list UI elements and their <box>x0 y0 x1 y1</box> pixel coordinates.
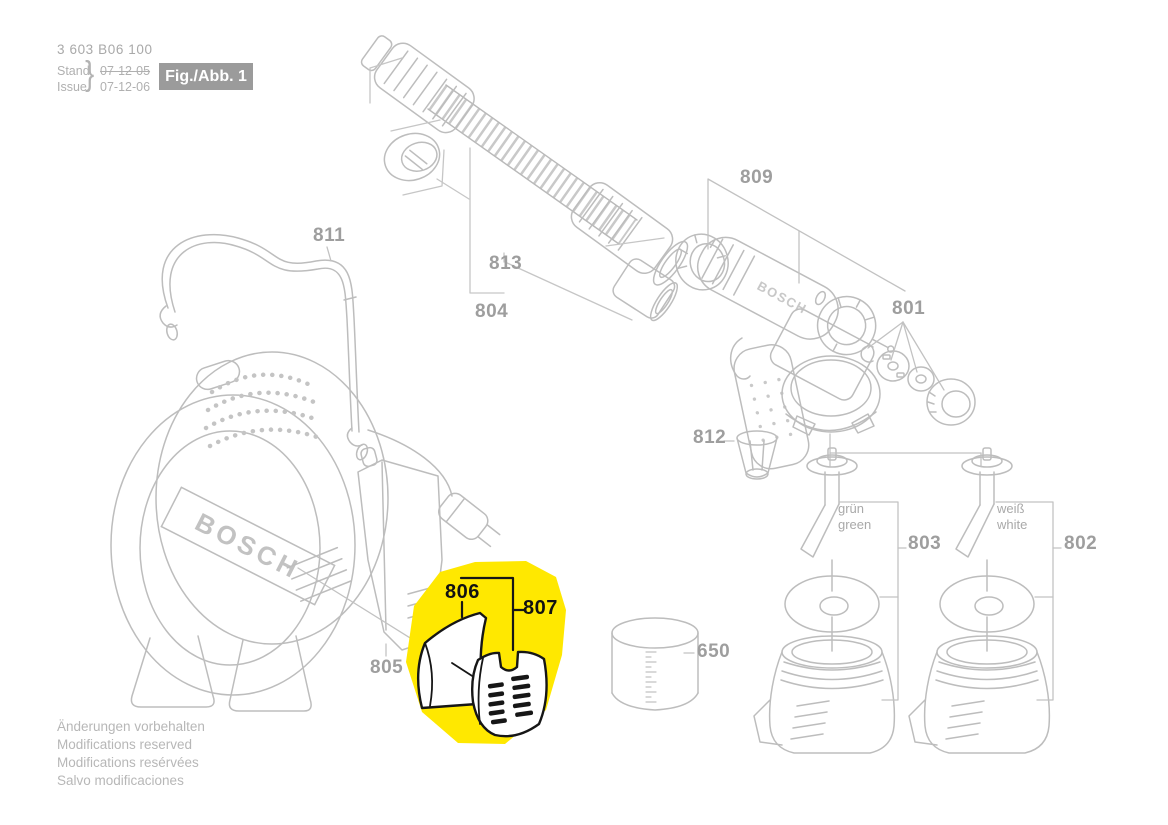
legal-notice: Änderungen vorbehalten Modifications res… <box>57 718 205 790</box>
part-label-813: 813 <box>489 253 523 274</box>
container-green-drawing <box>753 447 896 754</box>
annotation-white-de: weiß <box>997 501 1025 516</box>
part-label-809: 809 <box>740 167 774 188</box>
figure-label: Fig./Abb. 1 <box>159 63 253 90</box>
vent-perforations <box>203 372 323 449</box>
part-label-805: 805 <box>370 657 404 678</box>
leader-lines <box>297 178 1062 701</box>
part-label-802: 802 <box>1064 533 1098 554</box>
part-label-804: 804 <box>475 301 509 322</box>
measuring-cup-drawing <box>611 617 699 711</box>
stand-date: 07-12-05 <box>100 64 151 78</box>
annotation-green-de: grün <box>838 501 865 516</box>
legal-line-fr: Modifications resérvées <box>57 755 199 770</box>
stand-label: Stand <box>57 64 90 78</box>
highlight-region <box>406 561 566 744</box>
part-label-650: 650 <box>697 641 731 662</box>
legal-line-en: Modifications reserved <box>57 737 193 752</box>
foot-right <box>228 635 312 712</box>
issue-date: 07-12-06 <box>100 80 151 94</box>
filter-cover-drawing <box>470 650 548 738</box>
hose-bracket-lines <box>369 57 665 321</box>
date-brace: } <box>85 55 95 93</box>
hose-ring-nut <box>383 132 441 182</box>
gun-bosch-logo: BOSCH <box>755 278 810 317</box>
part-label-807: 807 <box>523 597 558 619</box>
funnel-filter-drawing <box>736 430 778 480</box>
legal-line-de: Änderungen vorbehalten <box>57 719 205 734</box>
gun-trigger <box>730 337 751 380</box>
part-label-811: 811 <box>313 225 346 246</box>
part-label-801: 801 <box>892 298 926 319</box>
filter-grille <box>286 546 352 602</box>
base-logo-plate: BOSCH <box>160 486 336 606</box>
issue-label: Issue <box>57 80 87 94</box>
part-label-812: 812 <box>693 427 727 448</box>
power-cord-drawing <box>367 429 501 548</box>
hose-sleeve <box>612 258 679 322</box>
annotation-white-en: white <box>997 517 1028 532</box>
foot-left <box>130 635 215 708</box>
type-number: 3 603 B06 100 <box>57 42 153 57</box>
nozzle-parts-drawing <box>860 345 976 426</box>
hose-assembly-drawing <box>360 35 689 322</box>
part-label-806: 806 <box>445 581 480 603</box>
base-bosch-logo: BOSCH <box>190 507 305 585</box>
shoulder-strap-drawing <box>159 233 369 461</box>
annotation-green-en: green <box>838 517 872 532</box>
container-white-drawing <box>908 447 1051 754</box>
gun-paint-cup <box>781 355 881 436</box>
legal-line-es: Salvo modificaciones <box>57 773 184 788</box>
part-label-803: 803 <box>908 533 942 554</box>
